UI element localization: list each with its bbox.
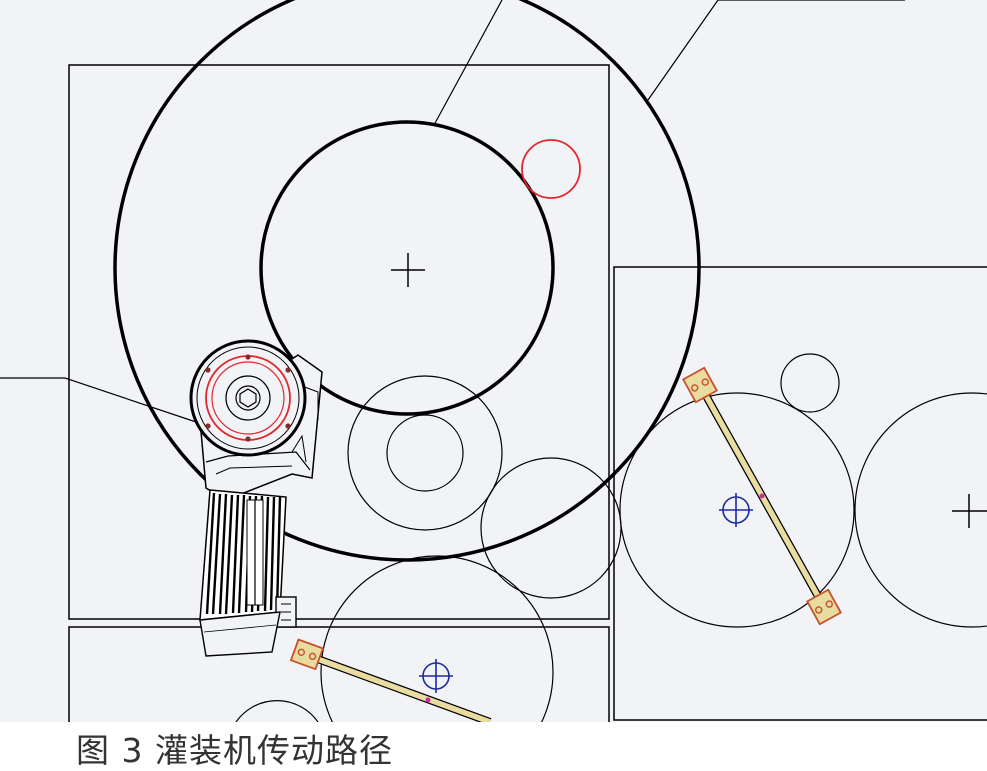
- leader-line-motor: [0, 377, 197, 423]
- red-marker-circle: [521, 139, 581, 199]
- transmission-path-drawing: [0, 0, 987, 722]
- gear-lower-left-arc: [235, 700, 319, 722]
- gear-idler-outer: [347, 375, 503, 531]
- gear-right-main: [619, 392, 855, 628]
- gear-right-edge: [854, 392, 987, 628]
- connecting-rod-right: [681, 366, 843, 626]
- frame-main-upper: [68, 64, 610, 620]
- gear-right-small: [780, 353, 840, 413]
- leader-line-outer-wheel: [647, 0, 905, 101]
- frame-right: [613, 266, 987, 721]
- center-cross-icon: [952, 494, 987, 528]
- bearing-cross-icon: [419, 659, 453, 693]
- motor-flange: [189, 339, 307, 457]
- leader-line-inner-wheel: [433, 0, 503, 126]
- center-cross-icon: [391, 253, 425, 287]
- drive-motor: [189, 339, 323, 657]
- gear-lower-star: [320, 555, 554, 722]
- bearing-cross-icon: [719, 493, 753, 527]
- wheel-inner-main: [259, 120, 555, 416]
- gear-idler-inner: [386, 414, 464, 492]
- frame-main-lower: [68, 626, 610, 722]
- wheel-outer-large: [113, 0, 701, 562]
- connecting-rod-lower: [289, 638, 492, 722]
- figure-caption: 图 3 灌装机传动路径: [76, 731, 393, 770]
